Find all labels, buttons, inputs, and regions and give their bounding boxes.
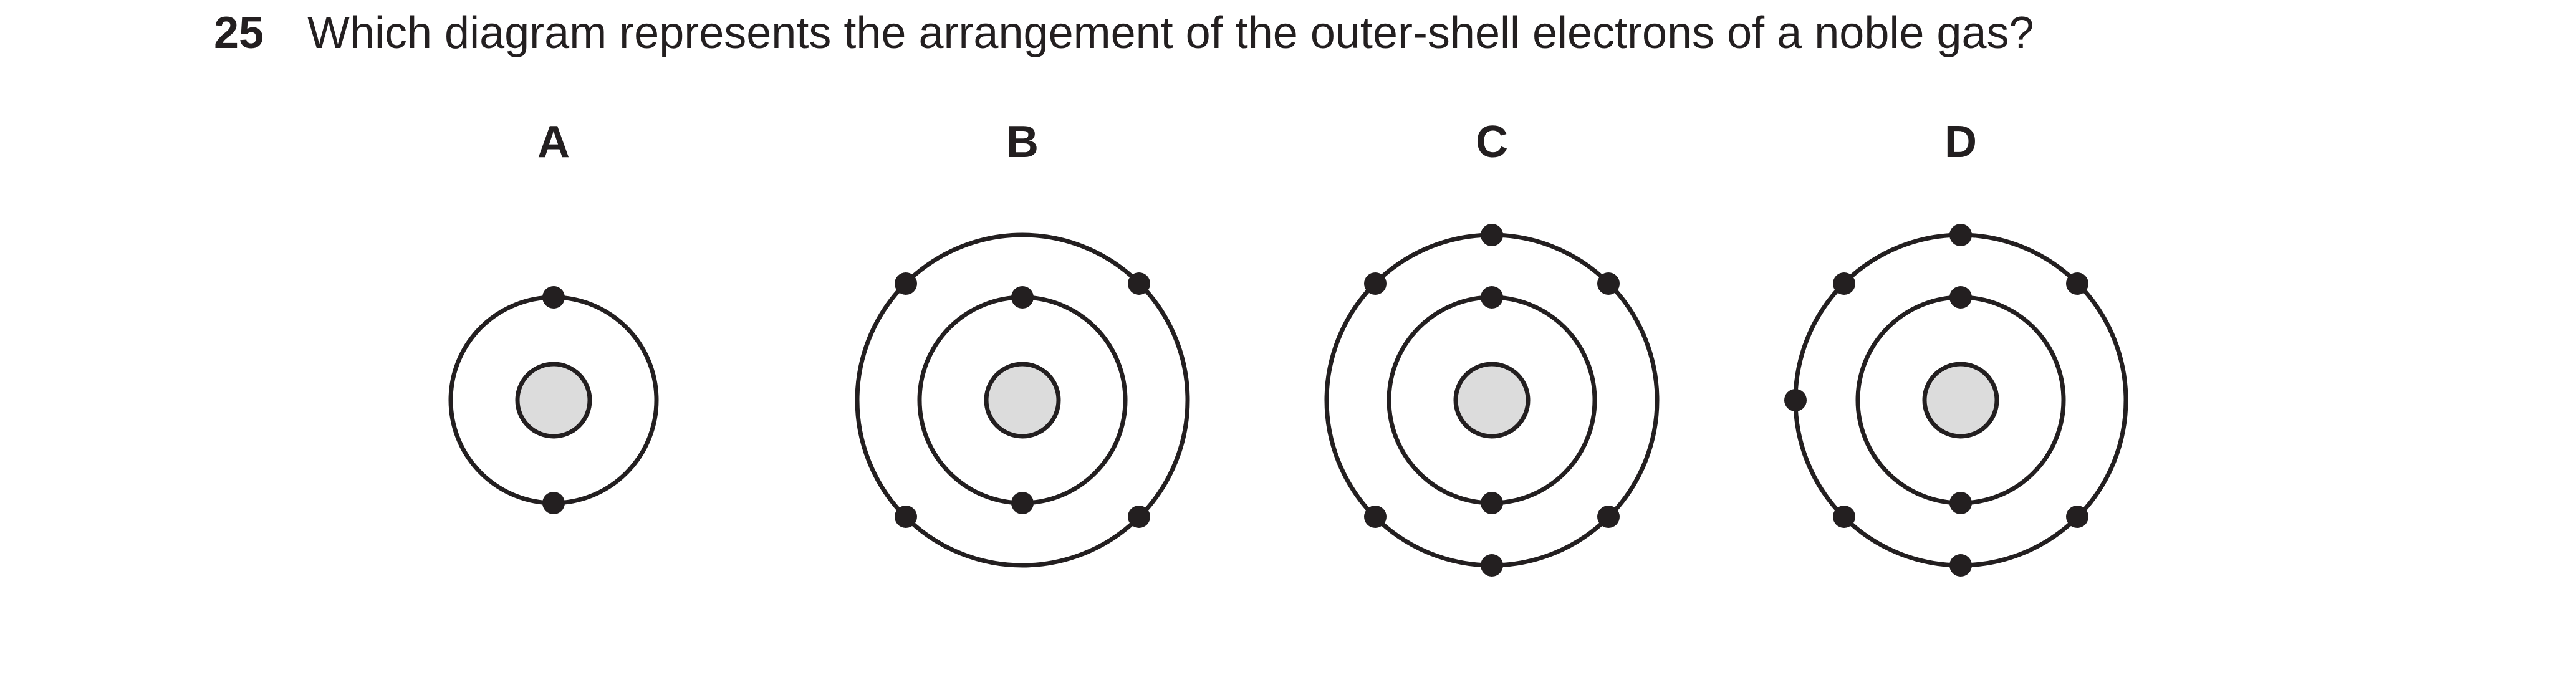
atom-diagram-b bbox=[855, 232, 1190, 568]
electron bbox=[1128, 506, 1150, 528]
electron bbox=[1833, 506, 1855, 528]
nucleus bbox=[1922, 362, 1999, 439]
electron bbox=[1128, 272, 1150, 295]
outer-shell bbox=[855, 232, 1190, 568]
atom-diagram-c bbox=[1324, 224, 1660, 577]
option-label-a: A bbox=[537, 117, 570, 167]
electron bbox=[1784, 389, 1807, 411]
electron bbox=[542, 286, 565, 309]
electron bbox=[1364, 506, 1387, 528]
option-label-b: B bbox=[1006, 117, 1039, 167]
electron bbox=[1481, 554, 1503, 577]
electron bbox=[1011, 492, 1034, 514]
electron bbox=[2066, 272, 2088, 295]
electron bbox=[1481, 224, 1503, 246]
electron bbox=[1481, 492, 1503, 514]
electron bbox=[1597, 506, 1620, 528]
nucleus bbox=[984, 362, 1061, 439]
electron bbox=[1949, 554, 1972, 577]
electron bbox=[1949, 286, 1972, 309]
question-text: Which diagram represents the arrangement… bbox=[307, 8, 2034, 58]
option-label-c: C bbox=[1476, 117, 1508, 167]
electron bbox=[1949, 492, 1972, 514]
electron bbox=[542, 492, 565, 514]
electron bbox=[1597, 272, 1620, 295]
electron bbox=[1481, 286, 1503, 309]
atom-diagram-a bbox=[448, 286, 659, 514]
question-number: 25 bbox=[214, 8, 264, 58]
option-label-d: D bbox=[1944, 117, 1977, 167]
electron bbox=[1949, 224, 1972, 246]
nucleus bbox=[1453, 362, 1531, 439]
electron bbox=[1364, 272, 1387, 295]
electron bbox=[1011, 286, 1034, 309]
electron bbox=[1833, 272, 1855, 295]
electron bbox=[895, 272, 917, 295]
electron bbox=[2066, 506, 2088, 528]
atom-diagram-d bbox=[1784, 224, 2128, 577]
question: 25 Which diagram represents the arrangeme… bbox=[214, 5, 2034, 61]
nucleus bbox=[515, 362, 592, 439]
electron bbox=[895, 506, 917, 528]
